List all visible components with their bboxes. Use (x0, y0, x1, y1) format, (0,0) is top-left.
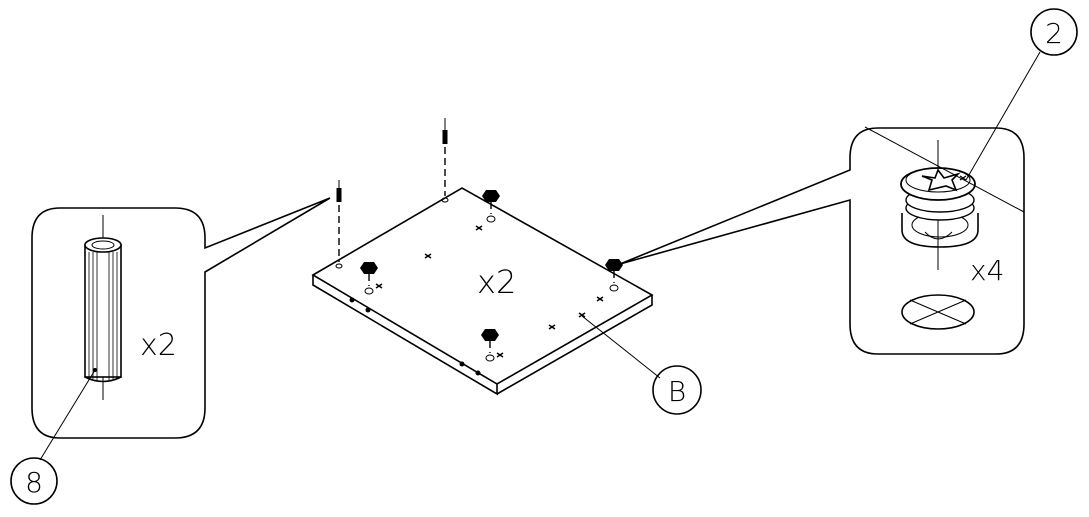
dowel-leader-line (39, 369, 96, 461)
cam-fitting-right (605, 259, 623, 292)
panel (311, 187, 654, 396)
detail-corner-line (864, 126, 1025, 213)
cam-fitting-front (481, 329, 499, 362)
cam-detail-box (619, 127, 1025, 355)
dowel-pin-left (335, 180, 343, 269)
cam-callout-circle (1030, 8, 1078, 56)
dowel-detail-box (31, 197, 331, 439)
dowel-icon (84, 215, 122, 400)
crossed-out-ellipse-icon (901, 294, 975, 330)
panel-callout-letter: B (668, 375, 686, 408)
cam-fitting-left (360, 262, 378, 295)
dowel-callout-circle (10, 457, 58, 505)
dowel-pin-back (441, 118, 449, 203)
panel-leader-line (581, 315, 661, 379)
panel-quantity: x2 (477, 263, 516, 301)
panel-hole-marks (375, 225, 604, 358)
cam-leader-line (965, 51, 1041, 181)
dowel-callout-number: 8 (25, 466, 43, 499)
cam-quantity: x4 (970, 254, 1004, 287)
dowel-quantity: x2 (140, 328, 177, 363)
cam-lock-icon (900, 140, 979, 270)
cam-callout-number: 2 (1045, 17, 1063, 50)
cam-fitting-back (482, 190, 500, 223)
panel-callout-circle (652, 365, 702, 415)
